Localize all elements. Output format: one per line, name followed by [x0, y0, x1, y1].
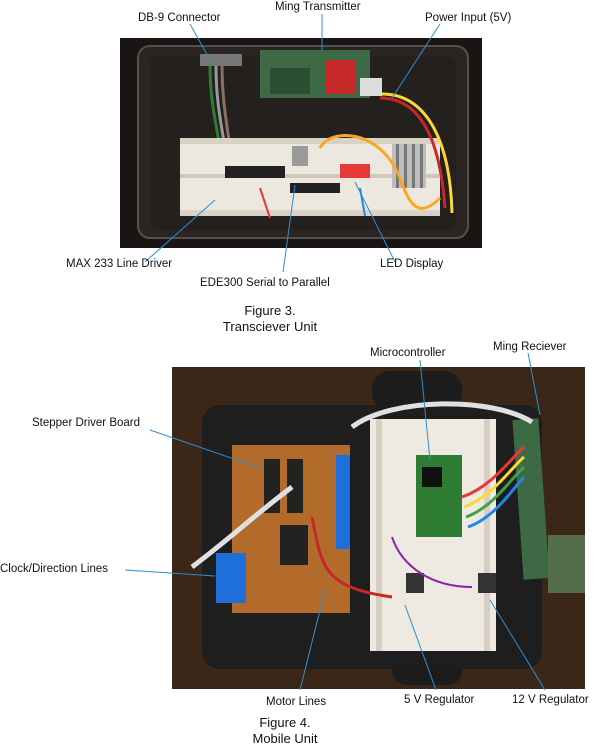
- label-clock-direction: Clock/Direction Lines: [0, 563, 109, 575]
- label-microcontroller: Microcontroller: [370, 347, 446, 359]
- label-stepper-driver: Stepper Driver Board: [32, 417, 141, 429]
- leader-ming-rx: [527, 352, 541, 416]
- label-motor-lines: Motor Lines: [266, 696, 327, 708]
- leader-max233: [144, 199, 216, 263]
- leader-motor: [299, 589, 326, 691]
- figure3-number: Figure 3.: [244, 303, 296, 318]
- leader-db9: [189, 23, 211, 61]
- mobile-unit-photo: [172, 367, 585, 689]
- label-12v-regulator: 12 V Regulator: [512, 694, 589, 706]
- figure4-number: Figure 4.: [259, 715, 311, 730]
- mobile-unit-photo-drawing: [172, 367, 585, 689]
- leader-clock: [124, 569, 216, 577]
- label-ming-receiver: Ming Reciever: [493, 341, 567, 353]
- leader-12v: [489, 599, 546, 691]
- leader-ede300: [282, 184, 296, 273]
- transceiver-photo-drawing: [120, 38, 482, 248]
- leader-stepper: [149, 429, 261, 469]
- figure3-title: Transciever Unit: [222, 319, 318, 334]
- leader-power: [391, 23, 441, 99]
- label-power-input: Power Input (5V): [425, 12, 512, 24]
- label-led-display: LED Display: [380, 258, 444, 270]
- transceiver-photo: [120, 38, 482, 248]
- figure4-caption: Figure 4. Mobile Unit: [215, 715, 355, 747]
- label-5v-regulator: 5 V Regulator: [404, 694, 475, 706]
- label-db9-connector: DB-9 Connector: [138, 12, 221, 24]
- label-ming-transmitter: Ming Transmitter: [275, 1, 361, 13]
- figure4-title: Mobile Unit: [252, 731, 318, 746]
- label-ede300: EDE300 Serial to Parallel: [200, 277, 330, 289]
- leader-led: [354, 181, 396, 263]
- figure3-caption: Figure 3. Transciever Unit: [200, 303, 340, 335]
- leader-5v: [404, 604, 437, 691]
- leader-micro: [419, 359, 431, 461]
- label-max233: MAX 233 Line Driver: [66, 258, 173, 270]
